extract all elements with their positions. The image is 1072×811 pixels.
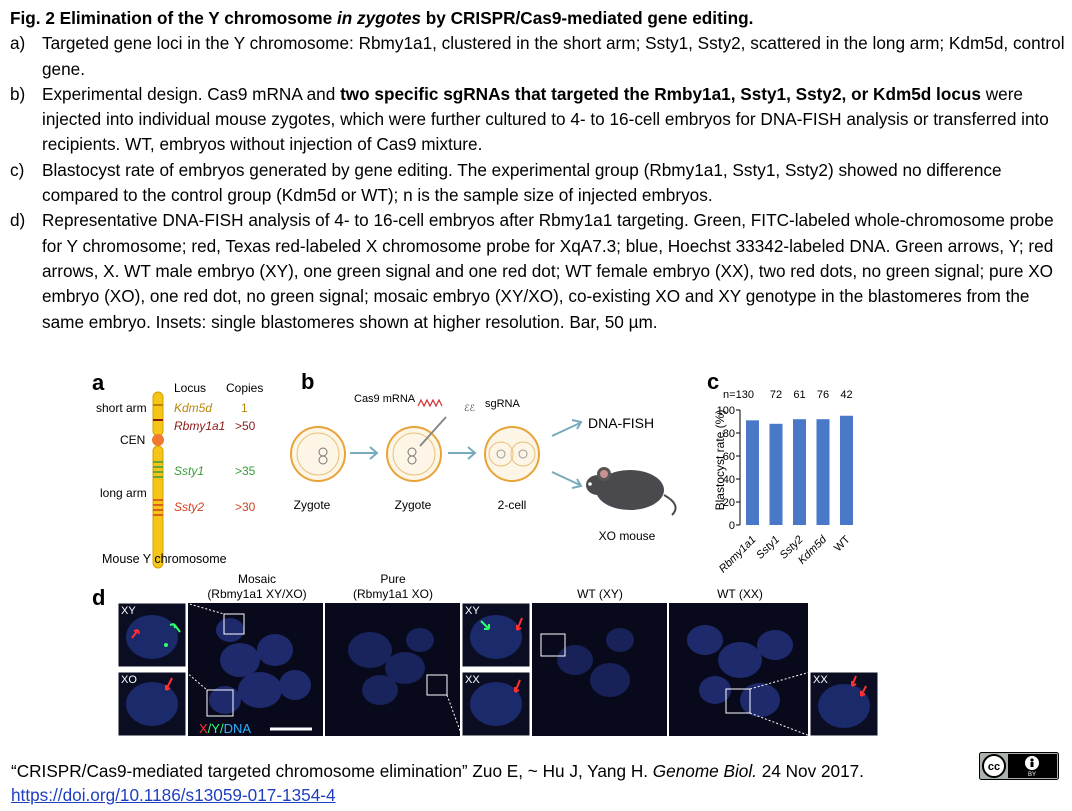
- bar-kdm5d: [816, 419, 830, 525]
- long-arm-label: long arm: [100, 486, 147, 500]
- cas9-label: Cas9 mRNA: [354, 393, 416, 405]
- category-label: Rbmy1a1: [717, 534, 759, 576]
- injection-needle-icon: [419, 416, 447, 447]
- figure-caption: Fig. 2 Elimination of the Y chromosome i…: [10, 6, 1065, 335]
- panel-a: a Locus Copies short arm CEN long arm Kd…: [92, 370, 263, 569]
- n-label: n=130: [723, 389, 754, 401]
- citation-text: “CRISPR/Cas9-mediated targeted chromosom…: [11, 761, 864, 781]
- green-arrow-icon: [169, 623, 181, 633]
- arrow-icon-2: [448, 446, 477, 460]
- doi-link[interactable]: https://doi.org/10.1186/s13059-017-1354-…: [11, 785, 336, 805]
- citation: “CRISPR/Cas9-mediated targeted chromosom…: [11, 759, 864, 807]
- dna-legend: X/Y/DNA: [199, 721, 251, 736]
- category-label: WT: [832, 533, 853, 554]
- red-arrow-icon-6: [860, 685, 867, 697]
- locus-kdm5d: Kdm5d: [174, 401, 212, 415]
- y-axis-label: Blastocyst rate (%): [713, 410, 727, 511]
- injected-zygote-icon: [386, 426, 442, 482]
- red-arrow-icon-3: [516, 617, 523, 631]
- two-cell-label: 2-cell: [498, 498, 527, 512]
- y-tick-label: 60: [723, 451, 735, 463]
- caption-item-d: d)Representative DNA-FISH analysis of 4-…: [10, 210, 1054, 332]
- mrna-squiggle-icon: [417, 398, 443, 408]
- bar-rbmy1a1: [746, 420, 759, 525]
- arrow-icon: [350, 446, 379, 460]
- copies-header: Copies: [226, 381, 263, 395]
- copies-ssty2: >30: [235, 500, 256, 514]
- inset-xx-label: XX: [465, 674, 480, 686]
- n-label: 42: [840, 389, 852, 401]
- n-label: 76: [817, 389, 829, 401]
- category-label: Ssty1: [754, 534, 782, 562]
- cen-label: CEN: [120, 433, 145, 447]
- panel-a-caption: Mouse Y chromosome: [102, 552, 227, 566]
- panel-c-letter: c: [707, 369, 719, 394]
- n-label: 61: [793, 389, 805, 401]
- red-arrow-icon-5: [851, 675, 857, 687]
- inset-xy2-label: XY: [465, 605, 480, 617]
- n-label: 72: [770, 389, 782, 401]
- pure-title: Pure: [380, 572, 406, 586]
- mosaic-subtitle: (Rbmy1a1 XY/XO): [207, 587, 306, 601]
- arrow-down-icon: [551, 471, 583, 489]
- caption-item-b: b)Experimental design. Cas9 mRNA and two…: [10, 83, 1049, 155]
- copies-kdm5d: 1: [241, 401, 248, 415]
- y-tick-label: 80: [723, 428, 735, 440]
- panel-d: d Mosaic (Rbmy1a1 XY/XO) Pure (Rbmy1a1 X…: [92, 572, 879, 737]
- zygote-label-1: Zygote: [294, 498, 331, 512]
- panel-b: b Cas9 mRNA sgRNA ℰℰ DNA-FISH: [290, 369, 677, 543]
- locus-ssty1: Ssty1: [174, 464, 204, 478]
- panel-a-letter: a: [92, 370, 105, 395]
- locus-header: Locus: [174, 381, 206, 395]
- inset-xy-label: XY: [121, 605, 136, 617]
- bar-wt: [840, 415, 853, 525]
- caption-item-c: c)Blastocyst rate of embryos generated b…: [10, 159, 1002, 206]
- cc-by-license-icon: cc BY: [979, 752, 1059, 780]
- zygote-label-2: Zygote: [395, 498, 432, 512]
- y-tick-label: 40: [723, 474, 735, 486]
- copies-rbmy1a1: >50: [235, 419, 256, 433]
- figure-title: Fig. 2 Elimination of the Y chromosome i…: [10, 8, 754, 28]
- arrow-up-icon: [551, 419, 583, 437]
- bar-ssty1: [769, 423, 783, 525]
- panel-b-letter: b: [301, 369, 314, 394]
- chromosome-short-arm: [152, 391, 164, 437]
- short-arm-label: short arm: [96, 401, 147, 415]
- ssty1-bands: [153, 461, 163, 478]
- wt-xx-title: WT (XX): [717, 587, 763, 601]
- y-tick-label: 100: [717, 405, 735, 417]
- wt-xy-title: WT (XY): [577, 587, 623, 601]
- panel-c: c Blastocyst rate (%) 0 20 40 60 80 100 n=130R…: [707, 369, 853, 575]
- sgrna-icon: ℰℰ: [464, 403, 475, 413]
- svg-text:cc: cc: [988, 761, 1000, 773]
- green-arrow-icon-2: [480, 620, 490, 630]
- y-tick-label: 20: [723, 497, 735, 509]
- locus-rbmy1a1: Rbmy1a1: [174, 419, 225, 433]
- copies-ssty1: >35: [235, 464, 256, 478]
- sgrna-label: sgRNA: [485, 398, 521, 410]
- locus-ssty2: Ssty2: [174, 500, 204, 514]
- svg-text:BY: BY: [1028, 772, 1036, 778]
- red-arrow-icon-2: [165, 677, 173, 691]
- red-arrow-icon-4: [514, 679, 521, 693]
- centromere: [152, 434, 164, 446]
- pure-subtitle: (Rbmy1a1 XO): [353, 587, 433, 601]
- mosaic-title: Mosaic: [238, 572, 276, 586]
- two-cell-embryo-icon: [484, 426, 540, 482]
- bar-ssty2: [793, 419, 806, 525]
- red-arrow-icon: [131, 629, 140, 639]
- chromosome-long-arm: [152, 445, 164, 569]
- inset-xx2-label: XX: [813, 674, 828, 686]
- mouse-icon: [586, 467, 677, 516]
- zygote-cell-icon: [290, 426, 346, 482]
- y-tick-label: 0: [729, 520, 735, 532]
- ssty2-bands: [153, 499, 163, 516]
- inset-xo-label: XO: [121, 674, 137, 686]
- caption-item-a: a)Targeted gene loci in the Y chromosome…: [10, 33, 1065, 79]
- dnafish-label: DNA-FISH: [588, 415, 654, 431]
- xo-mouse-label: XO mouse: [599, 529, 656, 543]
- panel-d-letter: d: [92, 585, 105, 610]
